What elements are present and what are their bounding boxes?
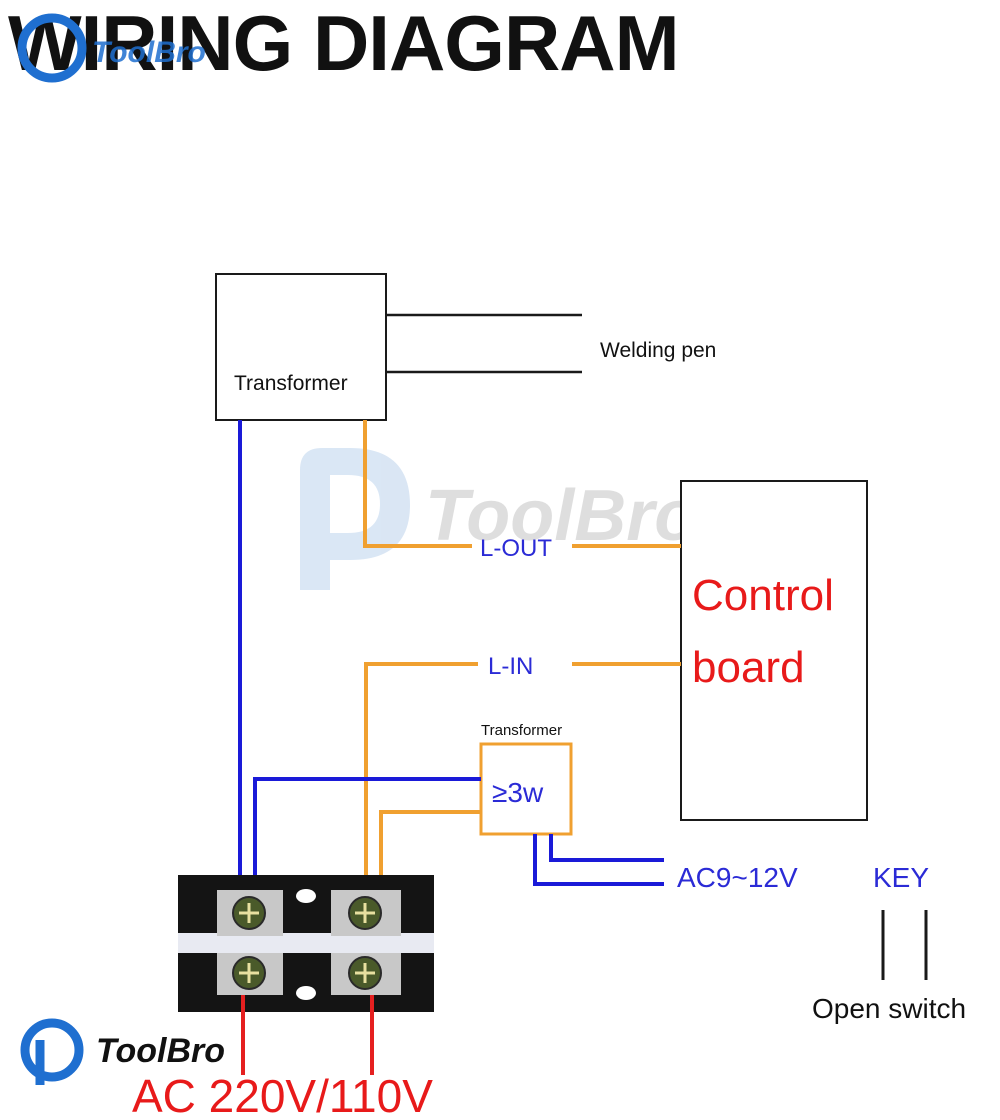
ac-low-wire-1 [549, 834, 664, 862]
terminal-block-cover [178, 933, 434, 953]
small-transformer-rating: ≥3w [492, 777, 544, 808]
terminal-hole-top-icon [296, 889, 316, 903]
l-out-wire [363, 420, 472, 548]
small-transformer-box [479, 742, 573, 836]
l-in-wire-left [364, 662, 478, 888]
toolbro-watermark-logo-icon [300, 448, 410, 590]
control-board-label-line2: board [692, 643, 805, 692]
terminal-block [178, 875, 434, 1012]
terminal-screw-bottom-left-icon [232, 956, 266, 990]
control-board-label-line1: Control [692, 571, 834, 620]
l-in-label: L-IN [488, 653, 533, 680]
header-logo-text: ToolBro [92, 36, 206, 69]
small-transformer-neutral-wire [253, 777, 481, 888]
small-transformer-label: Transformer [481, 722, 562, 739]
l-out-label: L-OUT [480, 535, 552, 562]
header-logo-icon [17, 13, 87, 83]
main-transformer-label: Transformer [234, 372, 348, 395]
ac-low-label: AC9~12V [677, 862, 798, 893]
page-title: WIRING DIAGRAM [8, 0, 679, 87]
terminal-hole-bottom-icon [296, 986, 316, 1000]
small-transformer-live-wire [379, 810, 481, 888]
terminal-screw-top-right-icon [348, 896, 382, 930]
main-transformer-box [215, 273, 387, 421]
open-switch-label: Open switch [812, 993, 966, 1024]
ac-low-wire-2 [533, 834, 664, 886]
toolbro-watermark-text: ToolBro [425, 476, 698, 556]
terminal-screw-bottom-right-icon [348, 956, 382, 990]
toolbro-watermark: ToolBro [300, 448, 698, 590]
key-label: KEY [873, 862, 929, 893]
terminal-screw-top-left-icon [232, 896, 266, 930]
control-board-box [680, 480, 868, 821]
footer-logo: ToolBro [20, 1018, 225, 1085]
mains-label: AC 220V/110V [132, 1070, 433, 1120]
welding-pen-label: Welding pen [600, 339, 716, 362]
footer-logo-icon [20, 1018, 84, 1082]
footer-logo-text: ToolBro [96, 1032, 225, 1070]
header-logo: ToolBro [17, 13, 206, 83]
